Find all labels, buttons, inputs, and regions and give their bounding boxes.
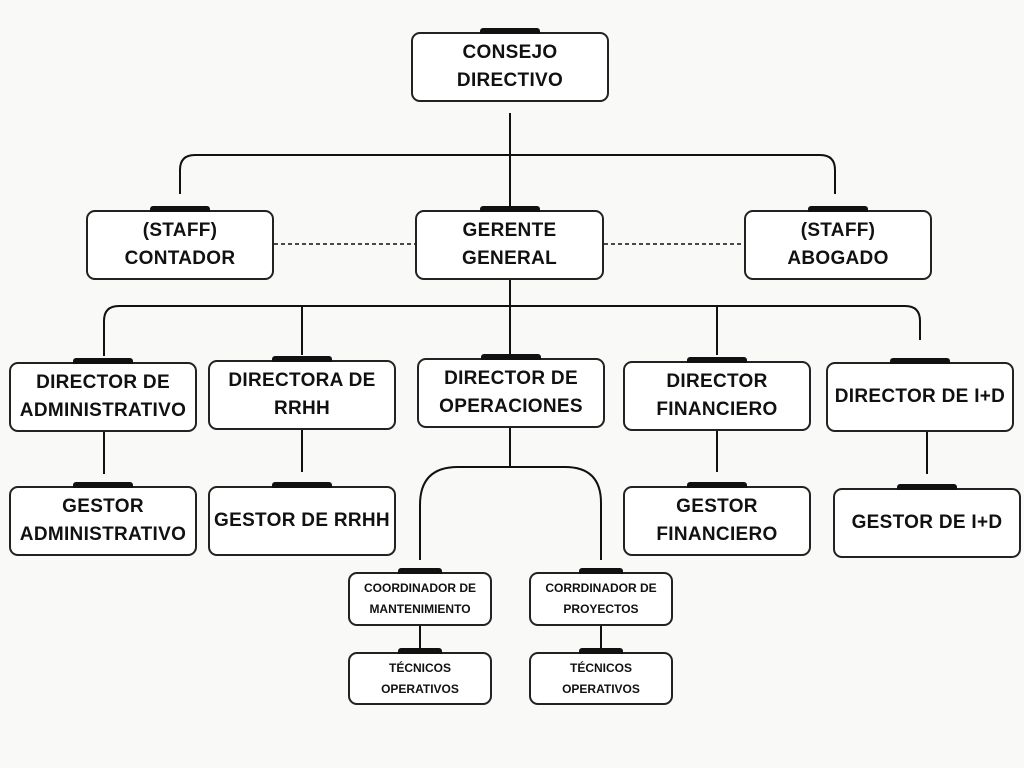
node-tecnicos-operativos-mantenimiento: TÉCNICOS OPERATIVOS bbox=[348, 648, 492, 705]
node-coordinador-proyectos: CORRDINADOR DE PROYECTOS bbox=[529, 568, 673, 626]
node-label: COORDINADOR DE MANTENIMIENTO bbox=[363, 581, 476, 616]
box-tab bbox=[398, 568, 442, 574]
node-gerente-general: GERENTE GENERAL bbox=[415, 206, 604, 280]
node-consejo-directivo: CONSEJO DIRECTIVO bbox=[411, 28, 609, 102]
node-label: DIRECTORA DE RRHH bbox=[228, 370, 376, 419]
box-tab bbox=[73, 358, 133, 364]
node-label: DIRECTOR DE I+D bbox=[834, 386, 1006, 408]
node-staff-contador: (STAFF) CONTADOR bbox=[86, 206, 274, 280]
node-directora-rrhh: DIRECTORA DE RRHH bbox=[208, 356, 396, 430]
connector-directors-branch bbox=[103, 305, 921, 356]
box-tab bbox=[687, 357, 747, 363]
node-label: DIRECTOR DE OPERACIONES bbox=[439, 368, 583, 417]
box-tab bbox=[890, 358, 950, 364]
node-gestor-rrhh: GESTOR DE RRHH bbox=[208, 482, 396, 556]
node-label: (STAFF) ABOGADO bbox=[787, 220, 889, 269]
node-label: GESTOR DE I+D bbox=[851, 512, 1003, 534]
node-tecnicos-operativos-proyectos: TÉCNICOS OPERATIVOS bbox=[529, 648, 673, 705]
node-label: DIRECTOR DE ADMINISTRATIVO bbox=[19, 372, 187, 421]
box-tab bbox=[579, 568, 623, 574]
node-director-financiero: DIRECTOR FINANCIERO bbox=[623, 357, 811, 431]
box-tab bbox=[73, 482, 133, 488]
node-staff-abogado: (STAFF) ABOGADO bbox=[744, 206, 932, 280]
node-label: CORRDINADOR DE PROYECTOS bbox=[545, 581, 657, 616]
node-label: DIRECTOR FINANCIERO bbox=[656, 371, 778, 420]
box-tab bbox=[272, 356, 332, 362]
node-label: CONSEJO DIRECTIVO bbox=[456, 42, 564, 91]
node-director-administrativo: DIRECTOR DE ADMINISTRATIVO bbox=[9, 358, 197, 432]
node-label: TÉCNICOS OPERATIVOS bbox=[562, 660, 640, 696]
node-label: GESTOR FINANCIERO bbox=[656, 496, 778, 545]
node-gestor-administrativo: GESTOR ADMINISTRATIVO bbox=[9, 482, 197, 556]
node-label: GESTOR DE RRHH bbox=[214, 510, 390, 532]
box-tab bbox=[897, 484, 957, 490]
box-tab bbox=[481, 354, 541, 360]
box-tab bbox=[398, 648, 442, 654]
box-tab bbox=[687, 482, 747, 488]
connectors bbox=[103, 113, 928, 648]
box-tab bbox=[479, 206, 540, 212]
box-tab bbox=[808, 206, 868, 212]
connector-staff-branch bbox=[179, 154, 836, 194]
node-label: TÉCNICOS OPERATIVOS bbox=[381, 660, 459, 696]
node-gestor-id: GESTOR DE I+D bbox=[833, 484, 1021, 558]
box-tab bbox=[579, 648, 623, 654]
node-coordinador-mantenimiento: COORDINADOR DE MANTENIMIENTO bbox=[348, 568, 492, 626]
node-label: GERENTE GENERAL bbox=[462, 220, 557, 269]
box-tab bbox=[480, 28, 540, 34]
node-label: (STAFF) CONTADOR bbox=[124, 220, 236, 269]
node-label: GESTOR ADMINISTRATIVO bbox=[19, 496, 187, 545]
node-director-id: DIRECTOR DE I+D bbox=[826, 358, 1014, 432]
node-gestor-financiero: GESTOR FINANCIERO bbox=[623, 482, 811, 556]
box-tab bbox=[150, 206, 210, 212]
connector-ops-coordinators bbox=[419, 428, 602, 560]
node-director-operaciones: DIRECTOR DE OPERACIONES bbox=[417, 354, 605, 428]
box-tab bbox=[272, 482, 332, 488]
